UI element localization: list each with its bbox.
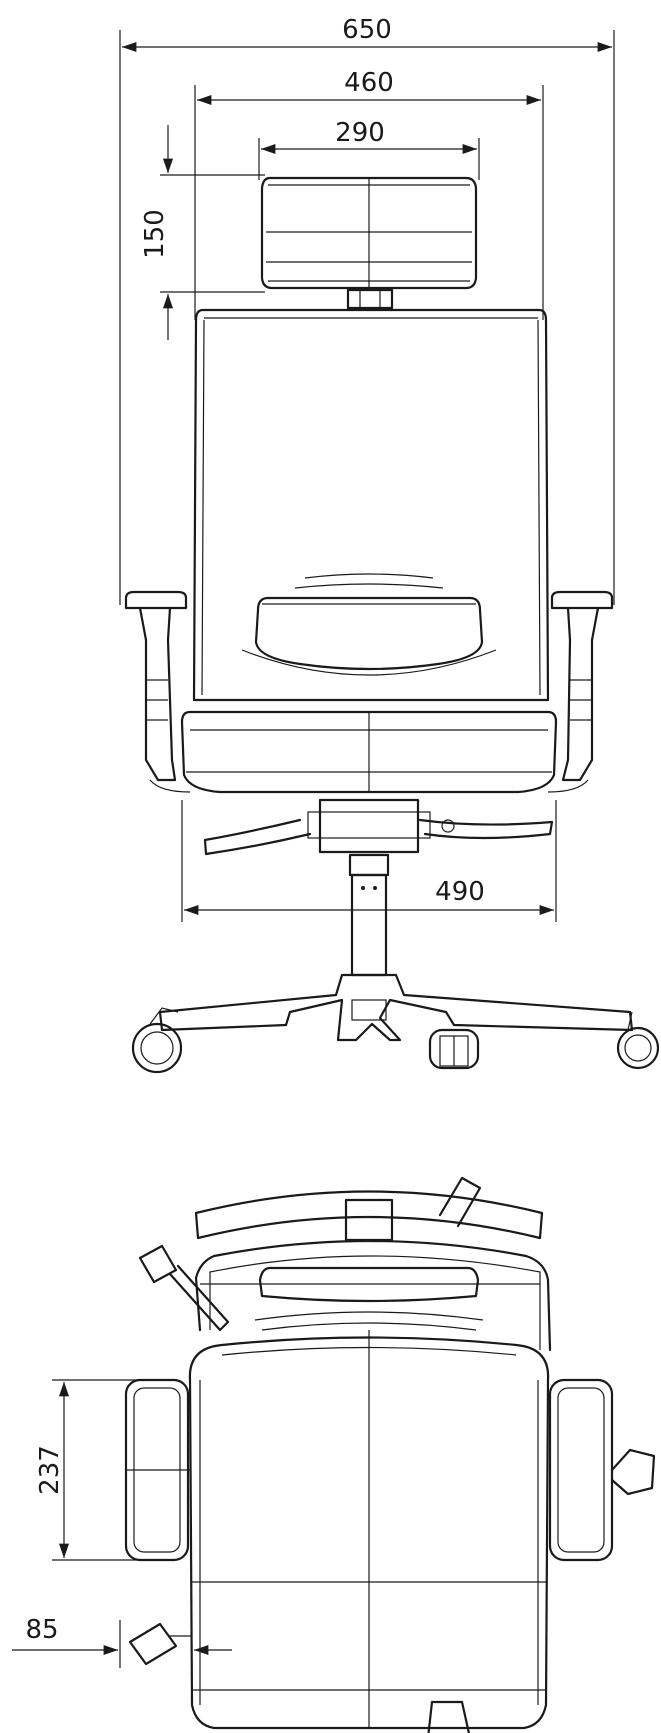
dimension-headrest-height: 150: [140, 125, 265, 340]
caster-bottom-top: [427, 1700, 471, 1733]
armrest-right-top: [548, 1378, 656, 1562]
dim-label-290: 290: [335, 118, 385, 148]
dim-label-150: 150: [140, 209, 170, 259]
dim-label-85: 85: [25, 1615, 58, 1645]
seat-top: [188, 1330, 550, 1730]
dim-label-650: 650: [342, 15, 392, 45]
front-view: 650 460 290 150: [119, 15, 660, 1074]
caster-center: [428, 1028, 480, 1070]
dimension-seat-width: 490: [181, 800, 557, 922]
seat: [149, 710, 589, 794]
dim-label-460: 460: [344, 68, 394, 98]
armrest-left-top: [124, 1378, 190, 1562]
dimension-headrest-width: 290: [258, 118, 480, 180]
dimension-overall-width: 650: [119, 15, 615, 605]
caster-right: [616, 1011, 660, 1070]
dim-label-237: 237: [35, 1445, 65, 1495]
caster-left: [131, 1007, 183, 1074]
lever-left-top: [138, 1244, 230, 1332]
armrest-left: [124, 590, 188, 782]
star-base: [131, 973, 660, 1074]
caster-left-top: [128, 1622, 192, 1666]
headrest: [260, 176, 478, 310]
gas-lift: [348, 853, 390, 977]
dimension-armrest-depth: 237: [35, 1379, 140, 1561]
tilt-mechanism: [203, 798, 554, 856]
dim-label-490: 490: [435, 877, 485, 907]
backrest-top: [194, 1239, 552, 1352]
lumbar-support: [241, 596, 497, 676]
dimension-armrest-offset: 85: [12, 1615, 232, 1668]
backrest: [192, 308, 550, 702]
top-view: 237 85: [12, 1176, 656, 1733]
headrest-top: [194, 1176, 544, 1242]
armrest-right: [550, 590, 614, 782]
dimension-back-width: 460: [194, 68, 544, 320]
